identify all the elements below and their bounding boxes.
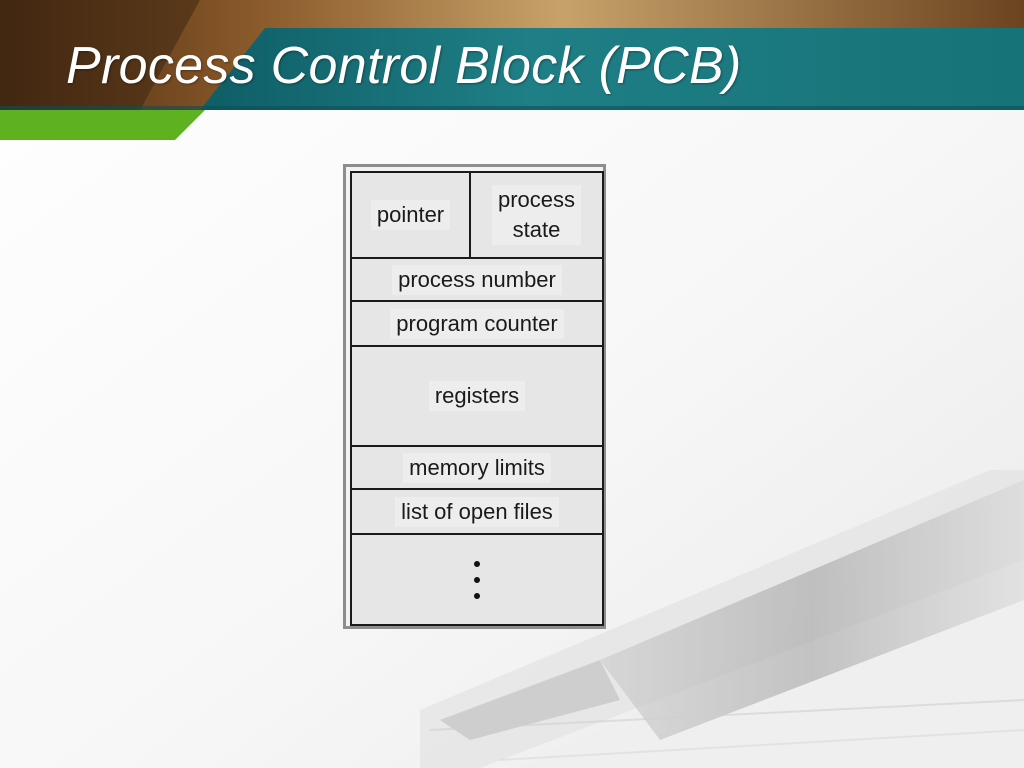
pointer-label: pointer [370, 200, 451, 230]
memory-limits-label: memory limits [403, 452, 551, 483]
slide-title: Process Control Block (PCB) [66, 37, 742, 95]
pcb-cell-pointer: pointer [352, 173, 471, 257]
pcb-row-program-counter: program counter [352, 302, 602, 347]
process-number-label: process number [392, 264, 562, 295]
open-files-label: list of open files [395, 496, 559, 527]
pcb-row-open-files: list of open files [352, 490, 602, 535]
program-counter-label: program counter [390, 308, 564, 339]
pcb-row-process-number: process number [352, 259, 602, 302]
pcb-row-pointer-state: pointer process state [352, 173, 602, 259]
pcb-row-more [352, 535, 602, 624]
process-state-label: process state [491, 185, 582, 245]
pcb-cell-process-state: process state [471, 173, 602, 257]
vertical-ellipsis-icon [474, 560, 480, 599]
title-banner [0, 0, 1024, 140]
pcb-diagram: pointer process state process number pro… [350, 171, 604, 626]
pcb-row-registers: registers [352, 347, 602, 447]
pcb-row-memory-limits: memory limits [352, 447, 602, 490]
registers-label: registers [428, 381, 526, 411]
